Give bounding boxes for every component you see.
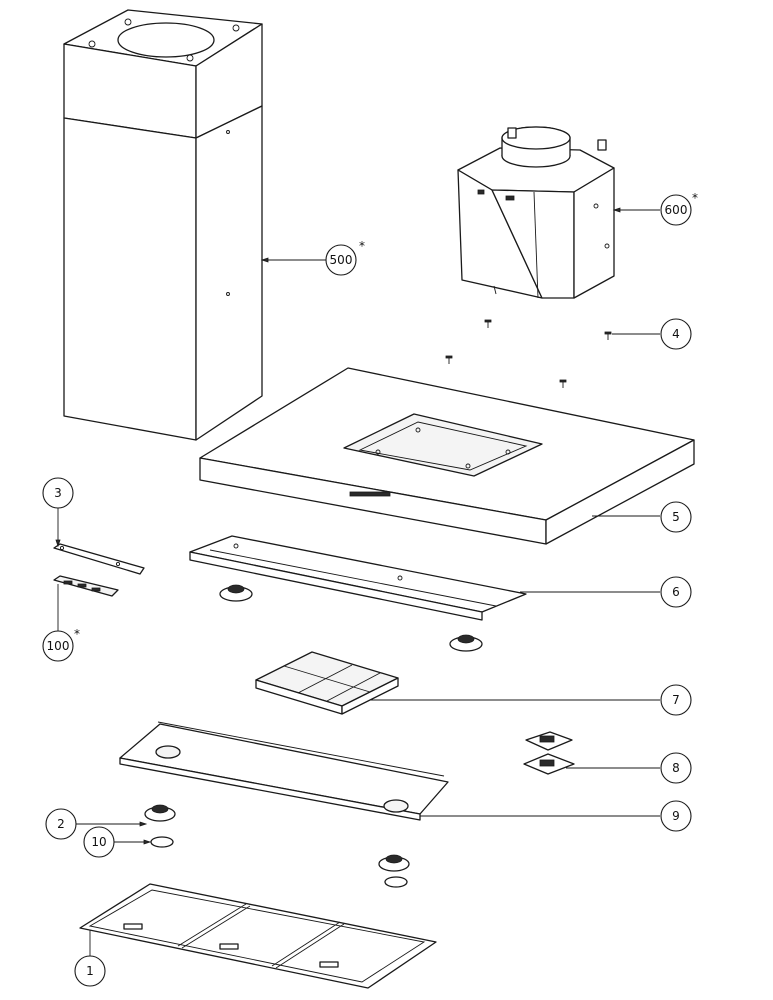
lamp-rail-part (189, 535, 527, 621)
hood-body-part (199, 367, 695, 545)
control-board-part (53, 575, 119, 597)
callout-500: 500 * (325, 239, 365, 276)
callout-9-number: 9 (672, 809, 680, 823)
callout-3: 3 (42, 477, 74, 509)
callout-7: 7 (660, 684, 692, 716)
callout-6-number: 6 (672, 585, 680, 599)
callout-10-number: 10 (91, 835, 106, 849)
callout-100-star: * (74, 627, 80, 641)
callout-5: 5 (660, 501, 692, 533)
carbon-filter-part (255, 651, 399, 715)
callout-4-number: 4 (672, 327, 680, 341)
lower-frame-part (119, 721, 449, 821)
grease-filters-part (79, 883, 437, 989)
callout-8: 8 (660, 752, 692, 784)
callout-7-number: 7 (672, 693, 680, 707)
callout-9: 9 (660, 800, 692, 832)
callout-600: 600 * (660, 191, 698, 226)
chimney-cover-part (63, 9, 263, 441)
callout-1: 1 (74, 955, 106, 987)
screws-part (445, 319, 612, 388)
callout-6: 6 (660, 576, 692, 608)
lamp-holders-part (144, 584, 483, 872)
bracket-part (53, 543, 145, 575)
callout-8-number: 8 (672, 761, 680, 775)
filter-clips-part (523, 731, 575, 775)
lamp-rings-part (150, 836, 408, 888)
callout-10: 10 (83, 826, 115, 858)
callout-2-number: 2 (57, 817, 65, 831)
leader-lines (55, 207, 660, 956)
callout-3-number: 3 (54, 486, 62, 500)
callout-1-number: 1 (86, 964, 94, 978)
callout-100-number: 100 (47, 639, 70, 653)
callout-4: 4 (660, 318, 692, 350)
callout-100: 100 * (42, 627, 80, 662)
callout-500-number: 500 (330, 253, 353, 267)
callout-600-number: 600 (665, 203, 688, 217)
callout-2: 2 (45, 808, 77, 840)
callout-500-star: * (359, 239, 365, 253)
motor-unit-part (457, 126, 615, 299)
callout-600-star: * (692, 191, 698, 205)
callouts: 500 * 600 * 4 5 3 6 100 * (42, 191, 698, 987)
callout-5-number: 5 (672, 510, 680, 524)
